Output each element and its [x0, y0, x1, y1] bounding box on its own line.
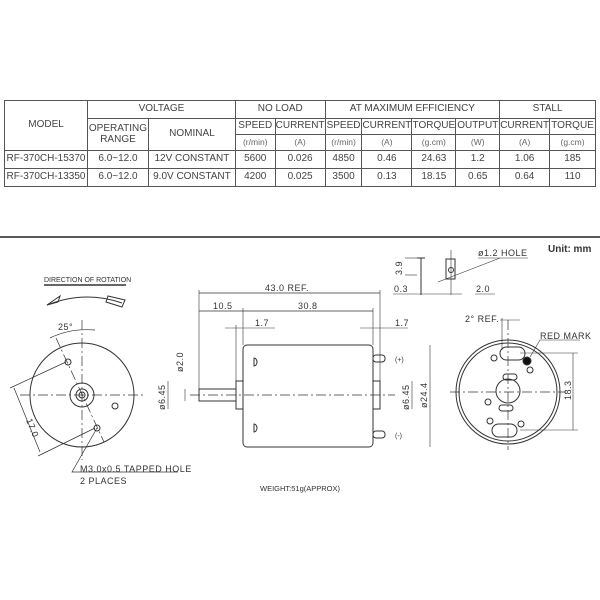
weight-label: WEIGHT:51g(APPROX) [260, 484, 341, 493]
table-row: RF-370CH-15370 6.0~12.0 12V CONSTANT 560… [3, 150, 596, 169]
red-mark-label: RED MARK [540, 331, 592, 341]
cell: 18.15 [411, 168, 457, 187]
rotation-arrow-icon [46, 296, 123, 306]
cell: 0.025 [274, 168, 326, 187]
dim-bushing-left: ø6.45 [157, 384, 167, 410]
dim-0-3: 0.3 [394, 284, 408, 294]
terminal-detail: 3.9 ø1.2 HOLE 0.3 2.0 [393, 248, 528, 295]
dim-1-7-left: 1.7 [255, 318, 269, 328]
dim-bushing-right: ø6.45 [401, 384, 411, 410]
red-mark-dot [522, 356, 532, 366]
dim-body: ø24.4 [419, 382, 429, 408]
two-places-label: 2 PLACES [80, 476, 127, 486]
dim-2-0: 2.0 [476, 284, 490, 294]
tapped-hole-label: M3.0x0.5 TAPPED HOLE [80, 464, 192, 474]
dim-3-9: 3.9 [394, 261, 404, 275]
cell: 12V CONSTANT [147, 150, 236, 169]
plus-terminal-label: (+) [395, 357, 404, 364]
dim-18-3: 18.3 [563, 380, 573, 400]
direction-label: DIRECTION OF ROTATION [44, 277, 131, 284]
table-row: RF-370CH-13350 6.0~12.0 9.0V CONSTANT 42… [3, 168, 596, 187]
hole-label: ø1.2 HOLE [478, 248, 528, 258]
cell: 9.0V CONSTANT [147, 168, 236, 187]
dim-30-8: 30.8 [298, 301, 318, 311]
front-view: DIRECTION OF ROTATION 25° 17.0 M3.0x0.5 … [9, 277, 192, 486]
dim-17: 17.0 [24, 417, 41, 439]
unit-label: Unit: mm [548, 244, 591, 255]
cell: 110 [549, 168, 596, 187]
rear-view: 2° REF. RED MARK 18.3 [450, 314, 592, 450]
model-header: MODEL [3, 100, 89, 151]
cell: RF-370CH-13350 [3, 168, 89, 187]
angle-2-ref: 2° REF. [465, 314, 499, 324]
dim-1-7-right: 1.7 [395, 318, 409, 328]
minus-terminal-label: (-) [395, 433, 402, 440]
dim-43: 43.0 REF. [265, 283, 309, 293]
sub-header: CURRENT [274, 118, 326, 135]
cell: 0.13 [361, 168, 413, 187]
dim-shaft: ø2.0 [175, 352, 185, 372]
angle-25-label: 25° [58, 322, 73, 332]
cell: 0.64 [499, 168, 551, 187]
dim-10-5: 10.5 [213, 301, 233, 311]
operating-range-header: OPERATING RANGE [87, 118, 149, 151]
nominal-header: NOMINAL [147, 118, 236, 151]
spec-table: MODEL VOLTAGE NO LOAD AT MAXIMUM EFFICIE… [3, 100, 596, 187]
side-view: (+) (-) 43.0 REF. 10.5 30.8 1.7 1.7 ø2.0… [157, 283, 431, 493]
